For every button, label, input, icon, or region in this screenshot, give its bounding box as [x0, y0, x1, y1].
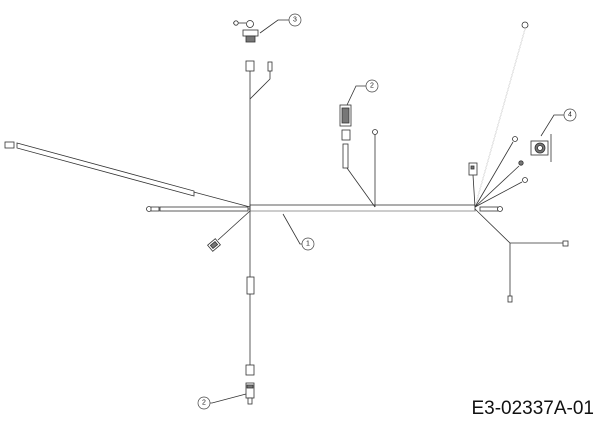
- main-harness-trunk: [249, 204, 476, 212]
- right-branches: [468, 21, 569, 303]
- left-connector: [4, 141, 15, 149]
- ignition-switch-icon: [233, 20, 259, 43]
- callout-2-top: 2: [346, 79, 379, 106]
- callout-4: 4: [540, 108, 577, 137]
- bottom-plug-component: [245, 382, 255, 405]
- svg-text:3: 3: [293, 17, 297, 24]
- top-connector: [245, 60, 255, 72]
- left-short-branch: [146, 206, 250, 212]
- callout-2-bottom: 2: [197, 393, 247, 410]
- callout-1: 1: [282, 213, 315, 251]
- callout-3: 3: [259, 13, 302, 34]
- top-spade-terminal: [267, 61, 273, 72]
- ring-terminal: [372, 129, 378, 135]
- svg-text:2: 2: [370, 83, 374, 90]
- bottom-connector: [245, 364, 255, 376]
- center-plug-component: [339, 104, 352, 127]
- svg-text:4: 4: [568, 112, 572, 119]
- inline-sleeve: [246, 276, 255, 295]
- switch-plug: [207, 238, 221, 252]
- relay-socket-icon: [530, 134, 552, 162]
- drawing-code: E3-02337A-01: [471, 398, 594, 419]
- left-long-branch: [4, 141, 251, 208]
- lower-left-branch: [207, 210, 251, 252]
- center-branches: [339, 104, 378, 208]
- vertical-branch: [245, 60, 273, 405]
- svg-text:2: 2: [202, 400, 206, 407]
- svg-text:1: 1: [306, 241, 310, 248]
